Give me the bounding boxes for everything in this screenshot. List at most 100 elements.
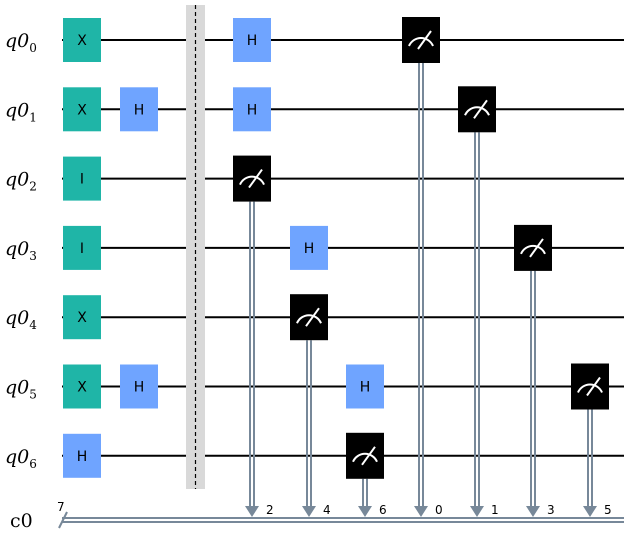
measure-gate: 2 [233, 155, 274, 517]
gate-box [346, 364, 384, 409]
qubit-index: 0 [29, 41, 37, 55]
qubit-register-name: q0 [5, 238, 29, 260]
clbit-index-label: 4 [323, 503, 331, 517]
qubit-register-name: q0 [5, 377, 29, 399]
x-gate: X [63, 364, 101, 409]
gate-box [63, 156, 101, 201]
qubit-register-name: q0 [5, 307, 29, 329]
qubit-index: 4 [29, 318, 37, 332]
barrier [186, 5, 205, 489]
measure-box [458, 86, 496, 133]
meter-needle-icon [305, 307, 320, 327]
meter-icon [352, 452, 378, 463]
classical-register-label: c0 [10, 510, 33, 532]
qubit-label: q06 [5, 446, 37, 471]
meter-needle-icon [529, 238, 544, 258]
qubit-register-name: q0 [5, 30, 29, 52]
h-gate: H [120, 364, 158, 409]
meter-needle-icon [417, 30, 432, 50]
gate-box [120, 364, 158, 409]
h-gate: H [346, 364, 384, 409]
meter-icon [520, 244, 546, 255]
gate-box [63, 433, 101, 478]
meter-needle-icon [361, 446, 376, 466]
measure-gate: 0 [402, 17, 443, 517]
measure-arrow [358, 506, 372, 517]
i-gate: I [63, 225, 101, 270]
gate-label: I [80, 172, 84, 188]
x-gate: X [63, 295, 101, 340]
gate-box [63, 225, 101, 270]
clbit-index-label: 3 [547, 503, 555, 517]
measure-box [571, 363, 609, 410]
gate-label: I [80, 241, 84, 257]
measure-arrow [470, 506, 484, 517]
measure-box [514, 224, 552, 271]
measure-arrow [302, 506, 316, 517]
meter-needle-icon [473, 99, 488, 119]
gate-label: H [360, 380, 371, 396]
meter-icon [239, 175, 265, 186]
gate-label: H [134, 102, 145, 118]
measure-box [402, 17, 440, 63]
gate-label: X [77, 310, 87, 326]
clbit-index-label: 2 [266, 503, 274, 517]
qubit-index: 6 [29, 457, 37, 471]
gate-label: H [134, 380, 145, 396]
qubit-register-name: q0 [5, 446, 29, 468]
classical-width-label: 7 [57, 500, 65, 514]
qubit-index: 2 [29, 180, 37, 194]
qubit-label: q00 [5, 30, 37, 55]
x-gate: X [63, 87, 101, 132]
gate-label: H [304, 241, 315, 257]
clbit-index-label: 5 [604, 503, 612, 517]
qubit-label: q05 [5, 377, 37, 402]
meter-icon [464, 106, 490, 116]
qubit-index: 3 [29, 249, 37, 263]
measure-arrow [583, 506, 597, 517]
measure-gate: 4 [290, 294, 331, 517]
measure-gate: 6 [346, 432, 387, 517]
gate-box [233, 18, 271, 62]
gate-label: X [77, 380, 87, 396]
bus-slash [58, 511, 68, 529]
gate-box [290, 225, 328, 270]
gate-box [63, 364, 101, 409]
measure-box [290, 294, 328, 341]
gate-label: X [77, 33, 87, 49]
gate-box [63, 295, 101, 340]
gate-label: H [247, 33, 258, 49]
meter-icon [408, 37, 434, 47]
measure-gate: 3 [514, 224, 555, 517]
meter-icon [577, 383, 603, 393]
qubit-label: q01 [5, 99, 37, 124]
measure-box [233, 155, 271, 202]
clbit-index-label: 0 [435, 503, 443, 517]
gate-box [120, 87, 158, 132]
qubit-label: q02 [5, 169, 37, 194]
clbit-index-label: 6 [379, 503, 387, 517]
gate-box [63, 87, 101, 132]
h-gate: H [233, 18, 271, 62]
i-gate: I [63, 156, 101, 201]
meter-icon [296, 314, 322, 324]
gate-label: H [77, 449, 88, 465]
clbit-index-label: 1 [491, 503, 499, 517]
measure-gate: 1 [458, 86, 499, 517]
h-gate: H [233, 87, 271, 132]
meter-needle-icon [586, 376, 601, 397]
gate-label: X [77, 102, 87, 118]
qubit-label: q03 [5, 238, 37, 263]
measure-box [346, 432, 384, 479]
h-gate: H [63, 433, 101, 478]
qubit-register-name: q0 [5, 99, 29, 121]
qubit-register-name: q0 [5, 169, 29, 191]
measure-arrow [245, 506, 259, 517]
qubit-index: 5 [29, 388, 37, 402]
measure-gate: 5 [571, 363, 612, 517]
measure-arrow [526, 506, 540, 517]
h-gate: H [290, 225, 328, 270]
gate-box [233, 87, 271, 132]
qubit-index: 1 [29, 110, 37, 124]
